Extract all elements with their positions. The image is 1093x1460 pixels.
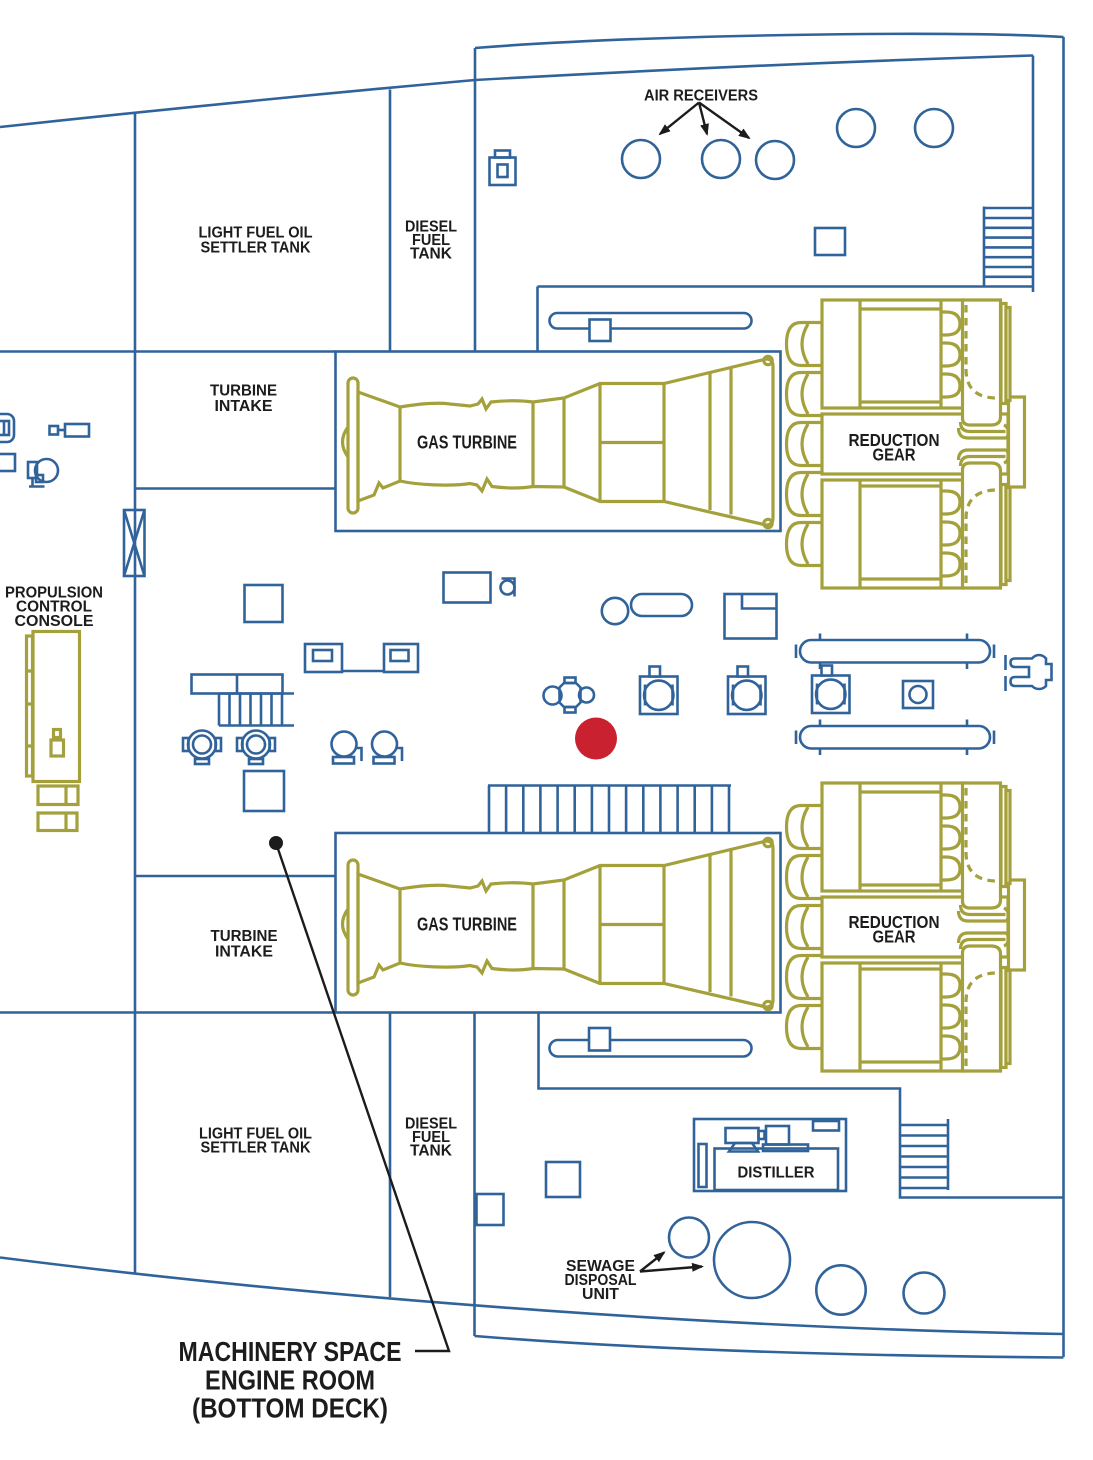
- svg-text:UNIT: UNIT: [582, 1286, 619, 1303]
- svg-text:SETTLER TANK: SETTLER TANK: [201, 239, 311, 256]
- svg-text:INTAKE: INTAKE: [215, 398, 273, 415]
- svg-text:(BOTTOM DECK): (BOTTOM DECK): [192, 1393, 388, 1424]
- svg-text:GEAR: GEAR: [873, 927, 916, 947]
- svg-text:DIESEL: DIESEL: [405, 219, 457, 236]
- svg-text:GEAR: GEAR: [873, 445, 916, 465]
- svg-text:REDUCTION: REDUCTION: [849, 430, 940, 450]
- svg-text:INTAKE: INTAKE: [215, 944, 273, 961]
- svg-text:REDUCTION: REDUCTION: [849, 912, 940, 932]
- svg-text:FUEL: FUEL: [412, 232, 450, 249]
- svg-text:DISPOSAL: DISPOSAL: [565, 1272, 637, 1289]
- svg-text:LIGHT FUEL OIL: LIGHT FUEL OIL: [199, 225, 313, 242]
- svg-text:TANK: TANK: [410, 246, 452, 263]
- svg-text:GAS TURBINE: GAS TURBINE: [417, 433, 517, 453]
- svg-text:ENGINE ROOM: ENGINE ROOM: [205, 1365, 375, 1396]
- svg-text:SETTLER TANK: SETTLER TANK: [201, 1140, 311, 1157]
- svg-text:DISTILLER: DISTILLER: [738, 1165, 815, 1182]
- svg-text:CONTROL: CONTROL: [16, 599, 92, 616]
- svg-text:GAS TURBINE: GAS TURBINE: [417, 915, 517, 935]
- svg-text:CONSOLE: CONSOLE: [15, 613, 94, 630]
- svg-text:AIR RECEIVERS: AIR RECEIVERS: [644, 88, 758, 105]
- svg-text:TURBINE: TURBINE: [211, 928, 278, 945]
- svg-text:FUEL: FUEL: [412, 1129, 450, 1146]
- svg-text:SEWAGE: SEWAGE: [566, 1258, 635, 1275]
- svg-text:LIGHT FUEL OIL: LIGHT FUEL OIL: [199, 1126, 312, 1143]
- svg-text:MACHINERY SPACE: MACHINERY SPACE: [179, 1336, 402, 1367]
- svg-text:TANK: TANK: [410, 1143, 452, 1160]
- svg-text:TURBINE: TURBINE: [210, 383, 277, 400]
- svg-text:DIESEL: DIESEL: [405, 1116, 457, 1133]
- svg-text:PROPULSION: PROPULSION: [5, 585, 103, 602]
